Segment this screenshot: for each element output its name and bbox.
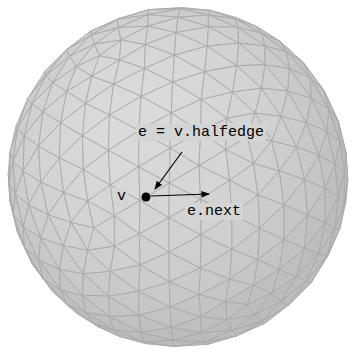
mesh-face [82,295,109,316]
mesh-face [237,43,265,66]
mesh-face [325,188,338,222]
mesh-face [59,136,83,170]
mesh-face [258,195,284,228]
mesh-face [139,148,170,183]
mesh-face [88,185,115,216]
mesh-face [117,15,147,28]
mesh-face [304,180,325,215]
pointer-arrow [155,152,182,189]
mesh-face [232,66,261,92]
mesh-face [83,271,110,296]
vertex-dot [142,193,151,202]
mesh-face [261,65,287,91]
mesh-face [226,150,254,181]
mesh-face [208,15,238,27]
mesh-face [39,123,61,158]
mesh-face [344,173,347,203]
pointer-arrow [151,194,209,196]
mesh-face [82,115,109,150]
mesh-face [83,150,110,185]
mesh-face [108,130,139,166]
mesh-face [304,215,325,249]
mesh-face [61,103,86,135]
mesh-face [169,148,199,183]
annotation-label: e.next [185,203,243,220]
mesh-face [208,15,238,27]
mesh-face [13,136,24,171]
mesh-face [82,295,109,316]
annotation-label: e = v.halfedge [136,124,266,141]
mesh-face [118,15,148,28]
annotation-label: v [115,188,128,205]
mesh-face [284,205,308,239]
mesh-face [23,146,41,182]
mesh-face [110,315,141,332]
